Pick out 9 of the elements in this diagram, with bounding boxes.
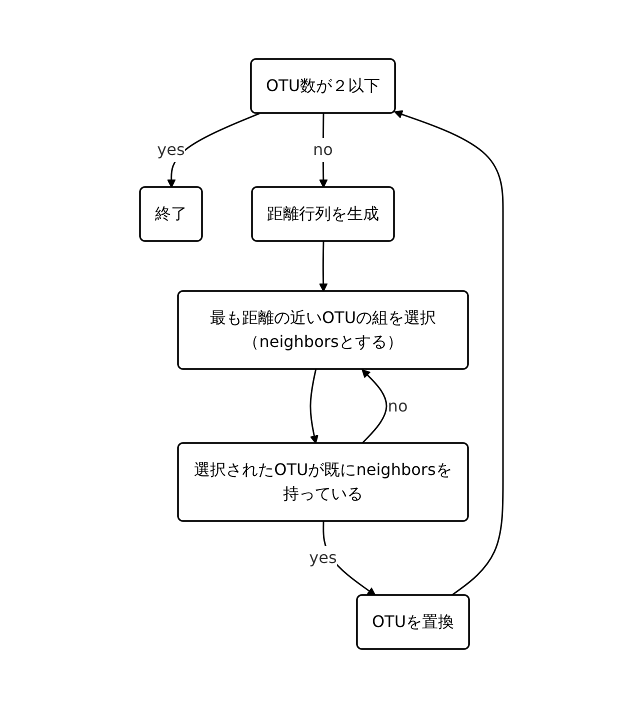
arrow [318, 240, 328, 292]
edge-label: no [312, 140, 332, 158]
arrow [309, 368, 318, 444]
edge-label: yes [308, 548, 336, 566]
edge-label: yes [156, 140, 184, 158]
arrow [318, 112, 328, 188]
arrow [360, 368, 387, 444]
edge-label: no [387, 396, 408, 415]
arrow [393, 110, 504, 596]
